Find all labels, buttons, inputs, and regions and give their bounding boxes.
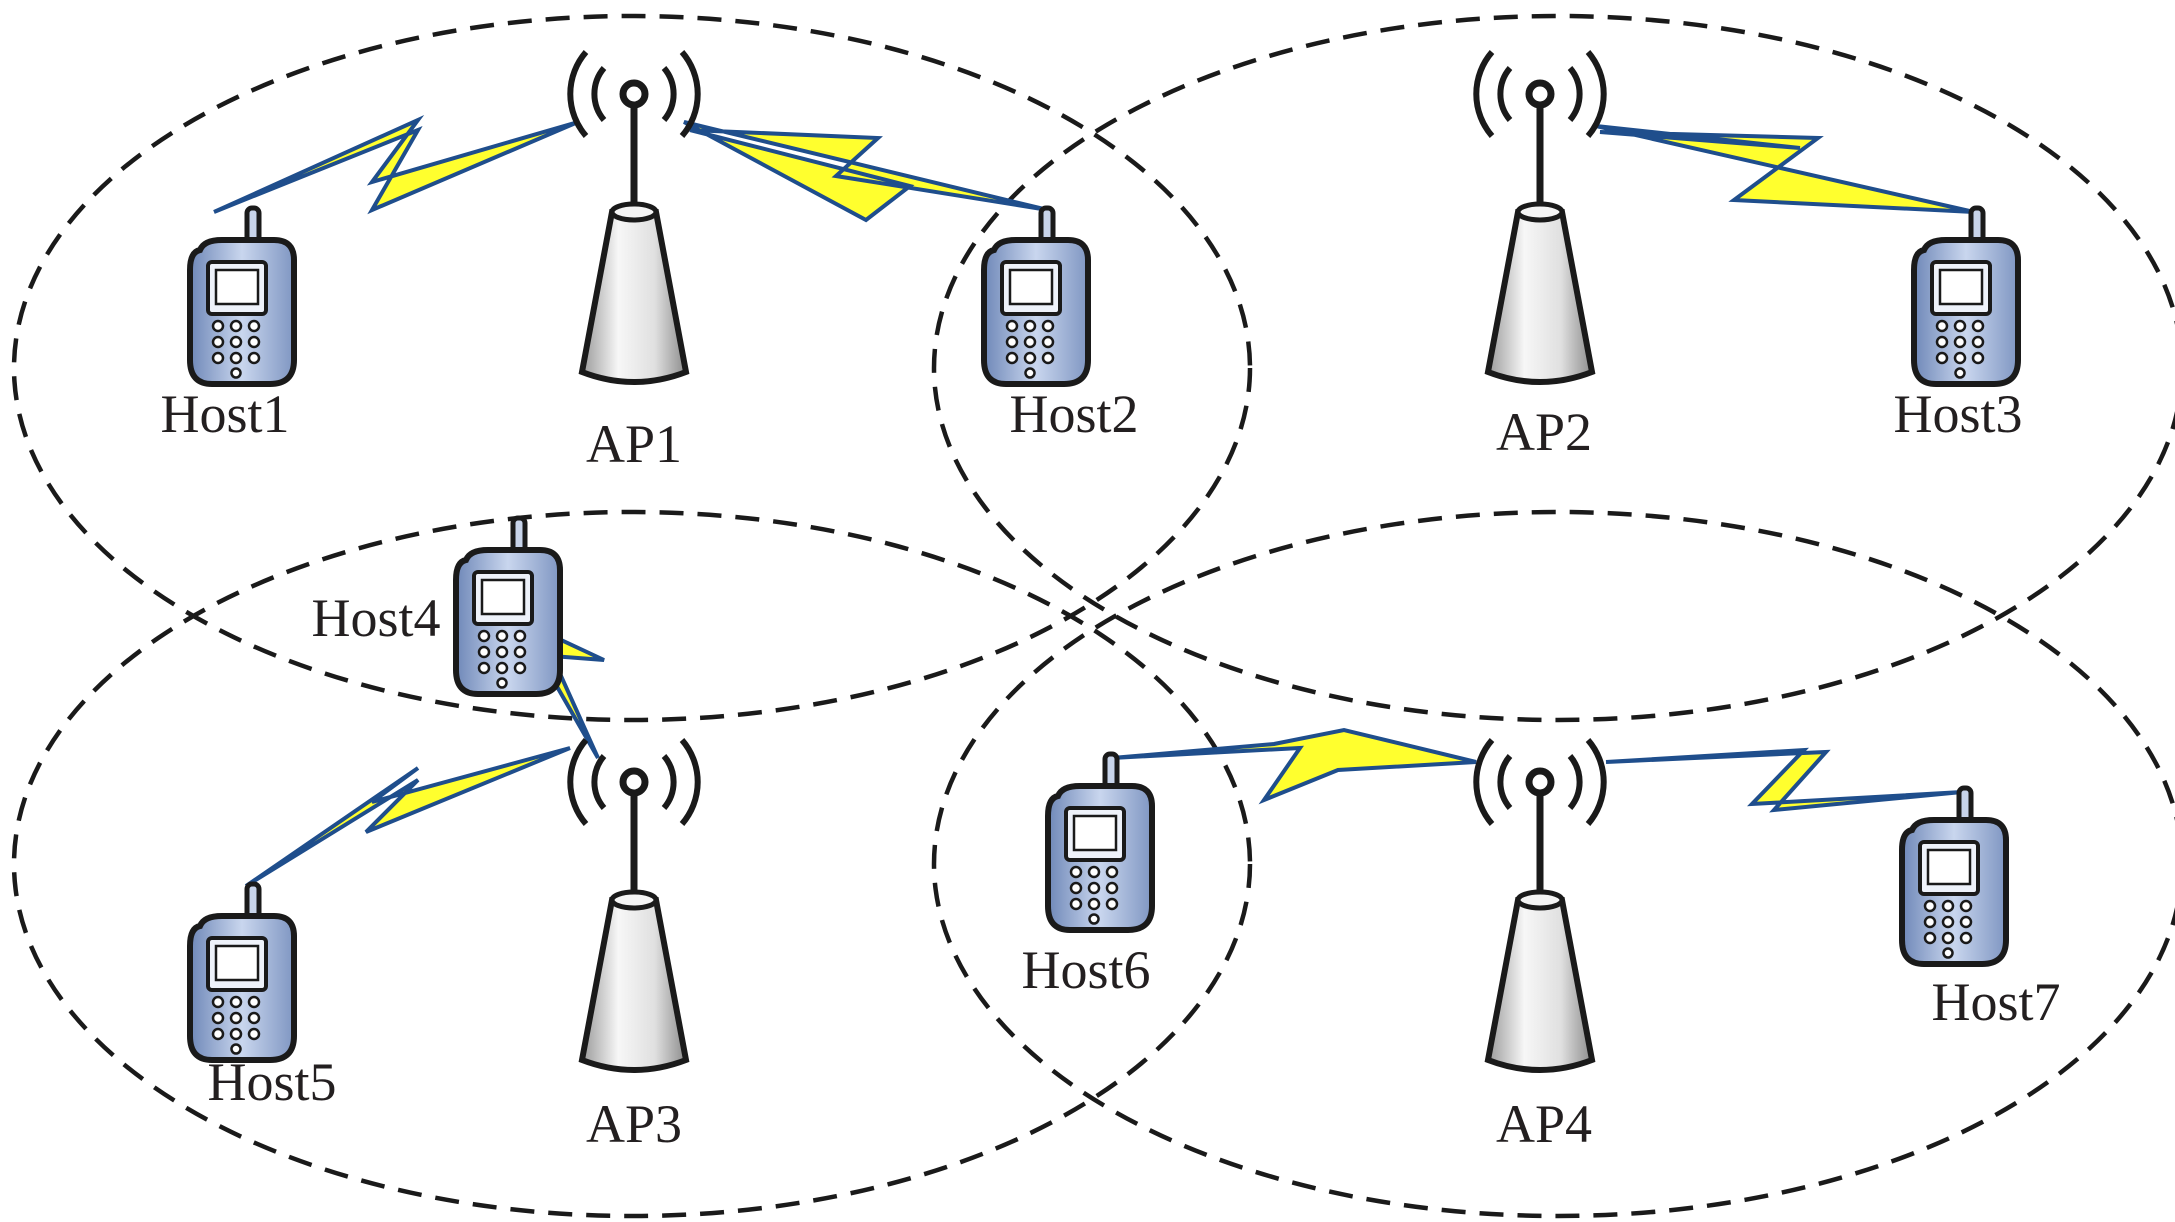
host-label: Host6: [1021, 940, 1150, 1000]
coverage-areas: [11, 13, 2175, 1219]
mobile-phone-icon: [1914, 208, 2018, 384]
wireless-links: [213, 115, 1975, 888]
ap-label: AP2: [1496, 402, 1592, 462]
mobile-phone-icon: [456, 518, 560, 694]
mobile-phone-icon: [190, 884, 294, 1060]
hosts: [190, 208, 2018, 1060]
ap-label: AP3: [586, 1094, 682, 1154]
coverage-area-ap3: [11, 509, 1253, 1219]
host-label: Host3: [1893, 384, 2022, 444]
link-ap1-host1: [213, 115, 579, 215]
mobile-phone-icon: [1902, 788, 2006, 964]
host-label: Host1: [160, 384, 289, 444]
ap-label: AP1: [586, 414, 682, 474]
link-ap1-host2: [683, 120, 1049, 223]
coverage-area-ap2: [931, 13, 2175, 723]
wireless-access-point-icon: [1476, 740, 1603, 1070]
wireless-access-point-icon: [1476, 52, 1603, 382]
host-label: Host2: [1009, 384, 1138, 444]
link-ap3-host5: [244, 746, 571, 888]
coverage-area-ap1: [11, 13, 1253, 723]
node-labels: Host1 AP1 Host2 AP2 Host3 Host4 Host5 AP…: [160, 384, 2060, 1154]
mobile-phone-icon: [190, 208, 294, 384]
host-label: Host7: [1931, 972, 2060, 1032]
link-ap4-host7: [1605, 747, 1963, 813]
wireless-access-point-icon: [570, 740, 697, 1070]
host-label: Host5: [207, 1052, 336, 1112]
link-ap4-host6: [1111, 727, 1477, 805]
coverage-area-ap4: [931, 509, 2175, 1219]
wireless-access-point-icon: [570, 52, 697, 382]
mobile-phone-icon: [984, 208, 1088, 384]
link-ap2-host3: [1595, 124, 1975, 214]
ap-label: AP4: [1496, 1094, 1592, 1154]
host-label: Host4: [311, 588, 440, 648]
mobile-phone-icon: [1048, 754, 1152, 930]
